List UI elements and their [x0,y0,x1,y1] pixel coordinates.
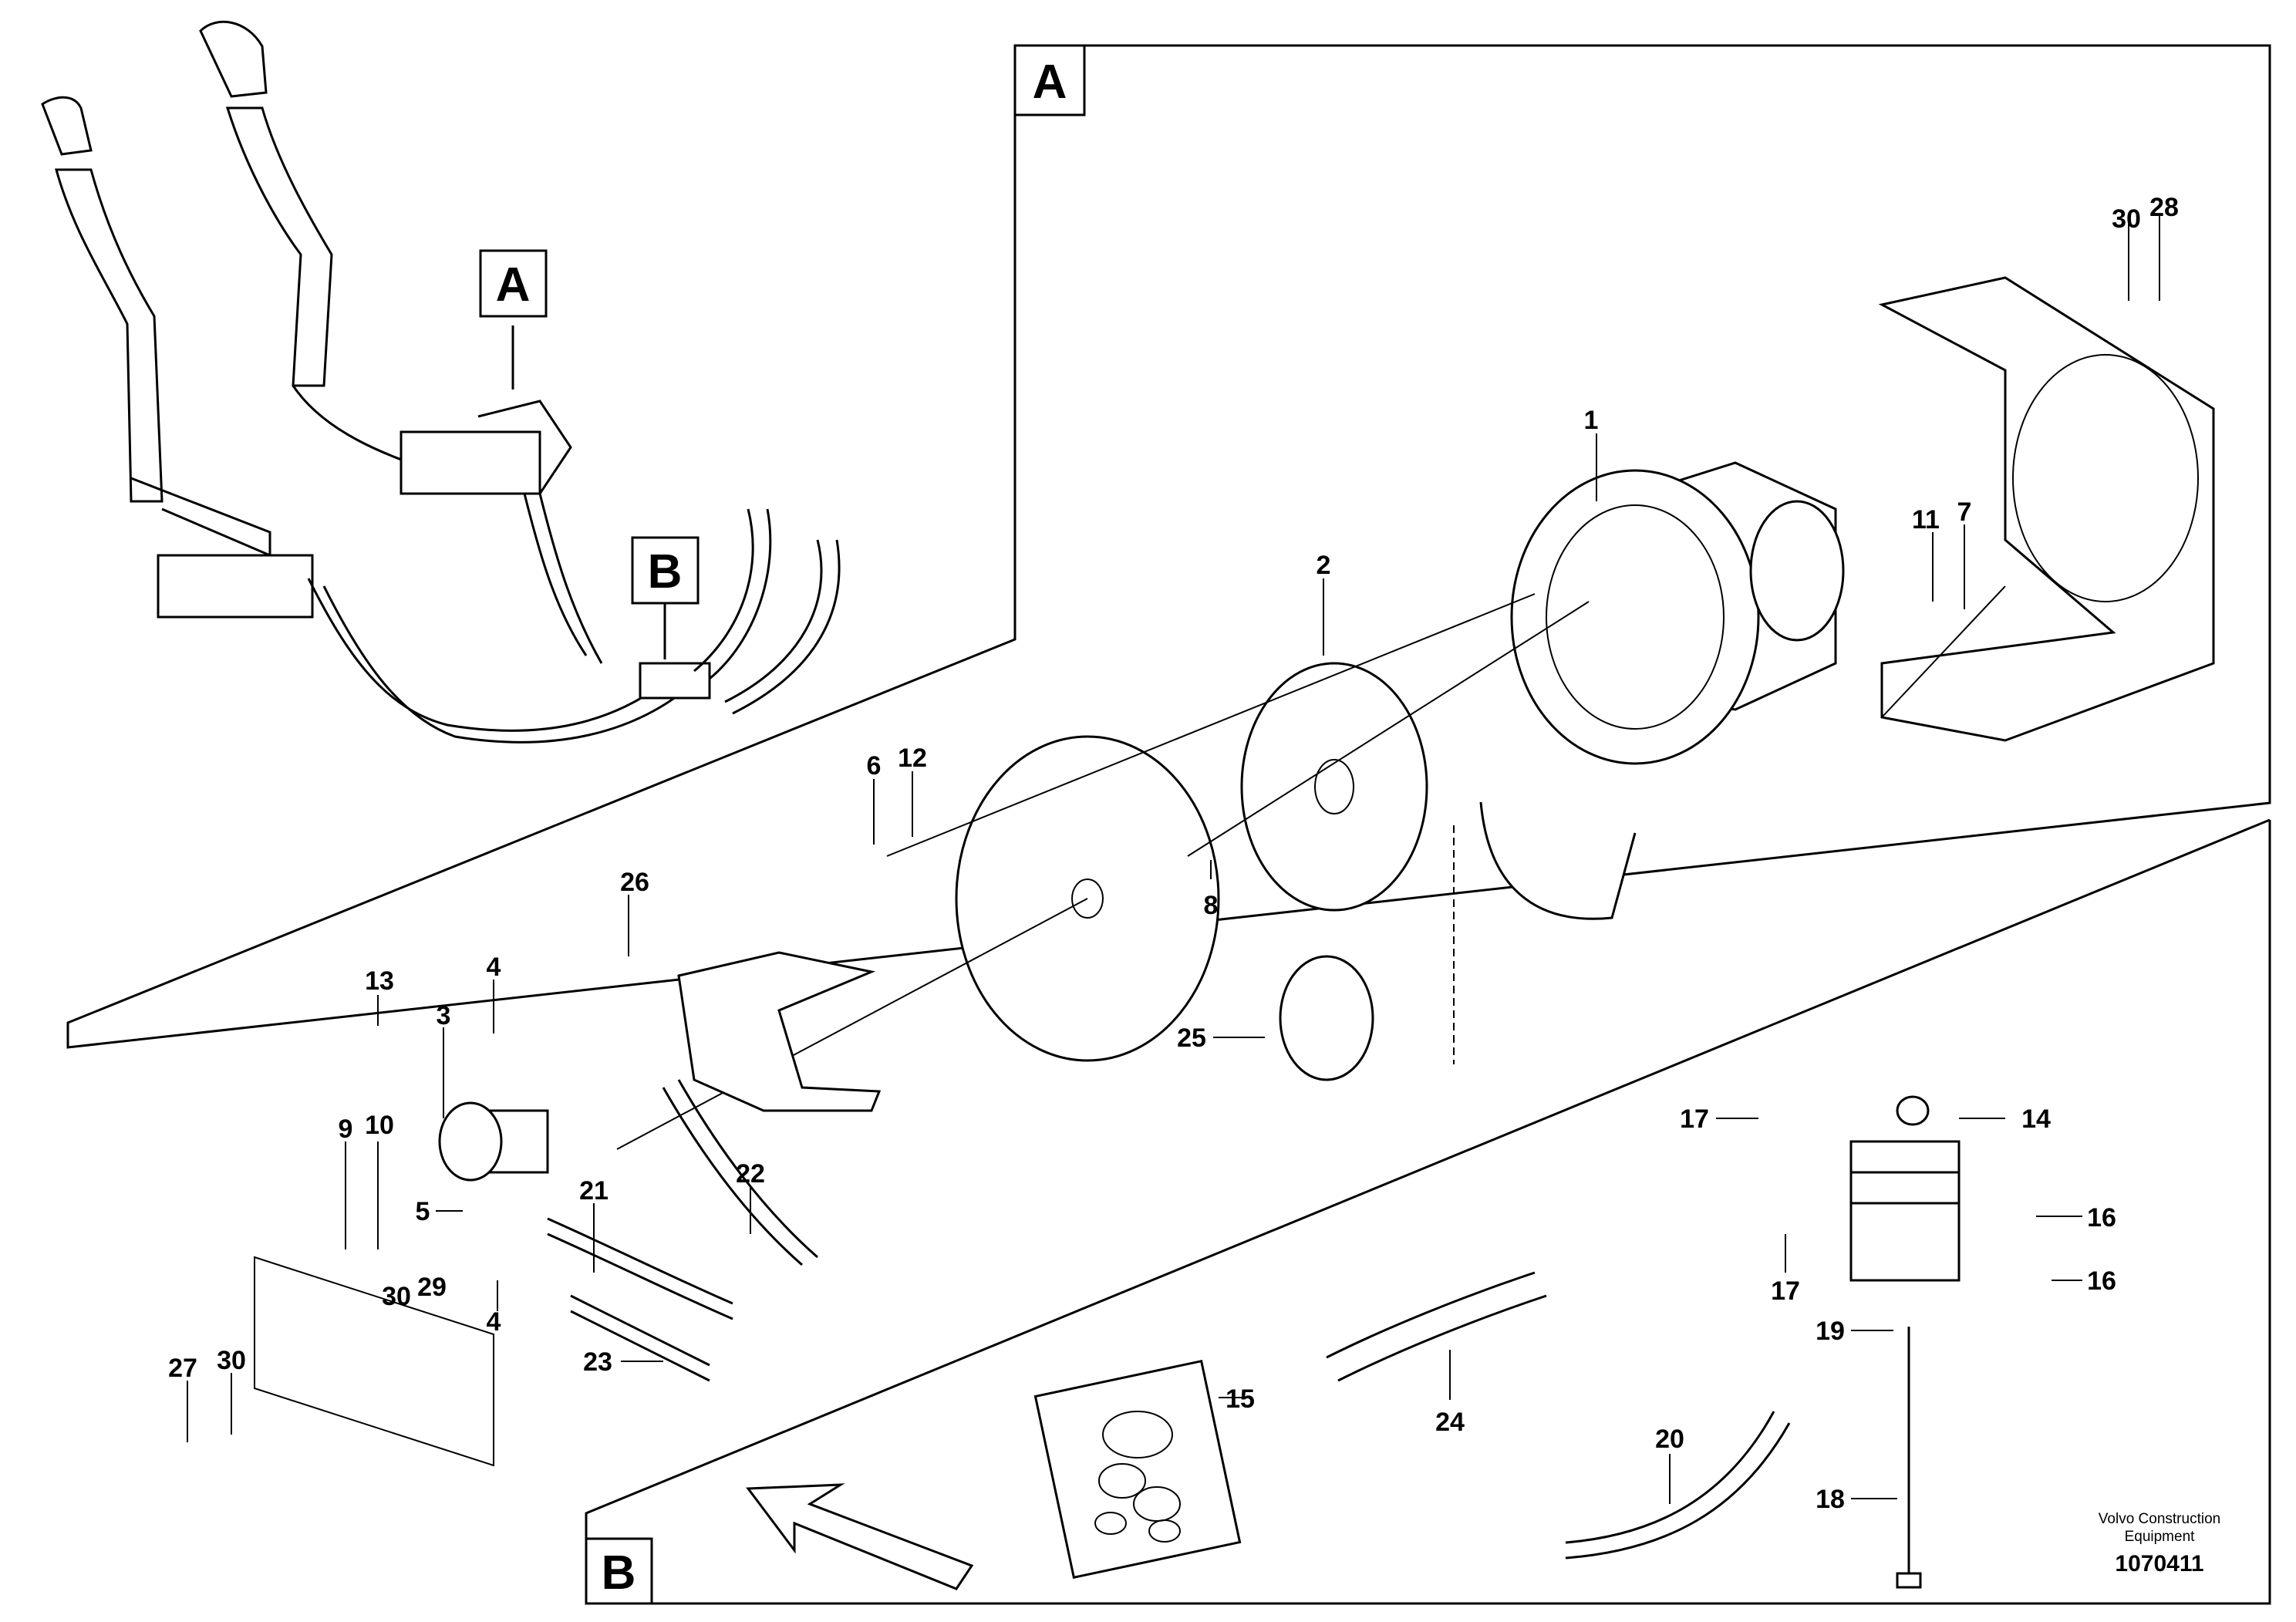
callout-28: 28 [2149,193,2179,222]
tag-b-overview[interactable]: B [631,536,700,605]
cover-disc-25 [1279,955,1374,1081]
leader-lines [187,216,2160,1504]
detail-b-arrow [746,1483,974,1590]
callout-12: 12 [898,744,927,773]
callout-13: 13 [365,966,394,996]
callout-19: 19 [1816,1317,1845,1346]
tag-a-overview[interactable]: A [479,249,548,318]
hydraulic-pump-3[interactable] [438,1101,549,1182]
callout-4-lower: 4 [487,1307,501,1337]
tag-b-panel[interactable]: B [585,1537,653,1605]
callout-23: 23 [583,1347,612,1377]
callout-1: 1 [1584,406,1599,435]
svg-text:B: B [648,545,683,599]
callout-17-upper: 17 [1680,1104,1709,1134]
drawing-number: 1070411 [2115,1551,2203,1576]
callout-27: 27 [168,1354,197,1383]
svg-text:A: A [1033,56,1067,109]
tandem-pump-14[interactable] [1849,1095,1961,1282]
callout-26: 26 [620,868,649,897]
detail-a-border [66,44,2271,1049]
callout-7: 7 [1957,497,1972,527]
tag-a-panel[interactable]: A [1013,44,1086,116]
footer-credit: Volvo Construction Equipment 1070411 [2099,1511,2220,1576]
callout-3: 3 [437,1001,451,1030]
callout-15: 15 [1226,1384,1255,1414]
callout-20: 20 [1655,1425,1684,1454]
callout-21: 21 [579,1176,609,1206]
callout-11: 11 [1912,505,1940,534]
callout-10: 10 [365,1111,394,1140]
svg-text:B: B [602,1546,636,1600]
hose-23[interactable] [570,1294,710,1382]
svg-text:A: A [496,258,531,312]
hose-22[interactable] [662,1079,818,1266]
hose-24[interactable] [1326,1271,1547,1382]
callout-18: 18 [1816,1485,1845,1514]
callouts: 1 2 3 4 4 5 6 7 8 9 10 11 12 13 14 15 16… [168,193,2179,1514]
overview-ducting [41,20,841,744]
callout-16-lower: 16 [2087,1266,2116,1296]
callout-2: 2 [1317,551,1331,580]
credit-line-2: Equipment [2125,1529,2196,1545]
credit-line-1: Volvo Construction [2099,1511,2220,1527]
bolt-18 [1896,1327,1922,1589]
hose-20[interactable] [1565,1411,1791,1560]
callout-17-lower: 17 [1771,1276,1800,1306]
callout-4-upper: 4 [487,953,501,982]
callout-8: 8 [1204,891,1219,920]
callout-16-upper: 16 [2087,1203,2116,1233]
seal-kit-15[interactable] [1033,1359,1242,1580]
callout-22: 22 [736,1159,765,1189]
callout-24: 24 [1435,1408,1465,1437]
callout-14: 14 [2021,1104,2051,1134]
fan-wheel-2[interactable] [1240,662,1428,912]
callout-9: 9 [339,1114,353,1144]
callout-29: 29 [417,1273,447,1302]
bracket [677,951,882,1112]
callout-6: 6 [867,751,882,781]
callout-25: 25 [1177,1023,1206,1053]
hose-21[interactable] [547,1217,733,1320]
blower-housing-1[interactable] [1479,461,1845,920]
callout-30-mid: 30 [382,1282,411,1311]
guard-plate [254,1256,494,1467]
callout-5: 5 [416,1197,430,1226]
callout-30-top: 30 [2112,204,2141,234]
callout-30-low: 30 [217,1346,246,1375]
